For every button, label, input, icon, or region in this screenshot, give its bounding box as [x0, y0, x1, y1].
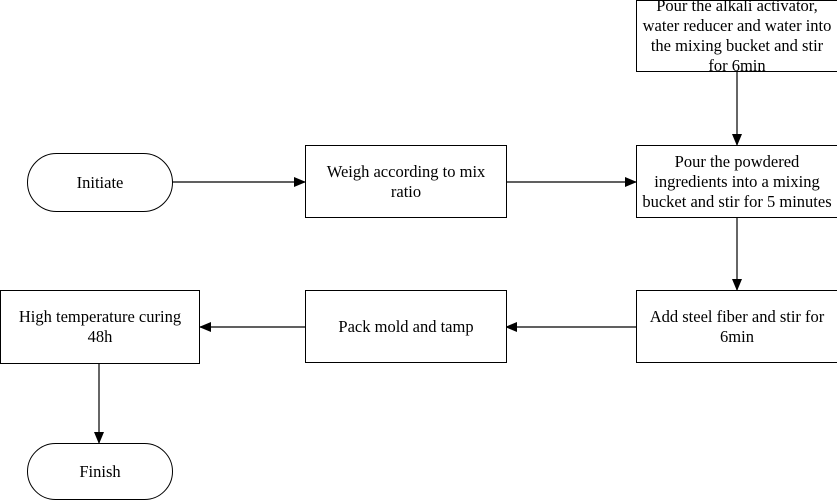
- initiate-terminal: Initiate: [27, 153, 173, 212]
- add-fiber-step: Add steel fiber and stir for 6min: [636, 290, 837, 363]
- pour-powder-step: Pour the powdered ingredients into a mix…: [636, 145, 837, 218]
- pour-liquids-step: Pour the alkali activator, water reducer…: [636, 0, 837, 75]
- initiate-label: Initiate: [76, 172, 124, 192]
- curing-step: High temperature curing 48h: [0, 290, 200, 364]
- weigh-label: Weigh according to mix ratio: [326, 161, 486, 201]
- curing-label: High temperature curing 48h: [18, 307, 182, 346]
- add-fiber-label: Add steel fiber and stir for 6min: [649, 306, 825, 346]
- weigh-step: Weigh according to mix ratio: [305, 145, 507, 218]
- finish-terminal: Finish: [27, 443, 173, 500]
- finish-label: Finish: [79, 461, 121, 481]
- pour-powder-label: Pour the powdered ingredients into a mix…: [642, 151, 832, 211]
- pour-liquids-label: Pour the alkali activator, water reducer…: [642, 0, 832, 75]
- pack-mold-step: Pack mold and tamp: [305, 290, 507, 363]
- pack-mold-label: Pack mold and tamp: [338, 316, 474, 336]
